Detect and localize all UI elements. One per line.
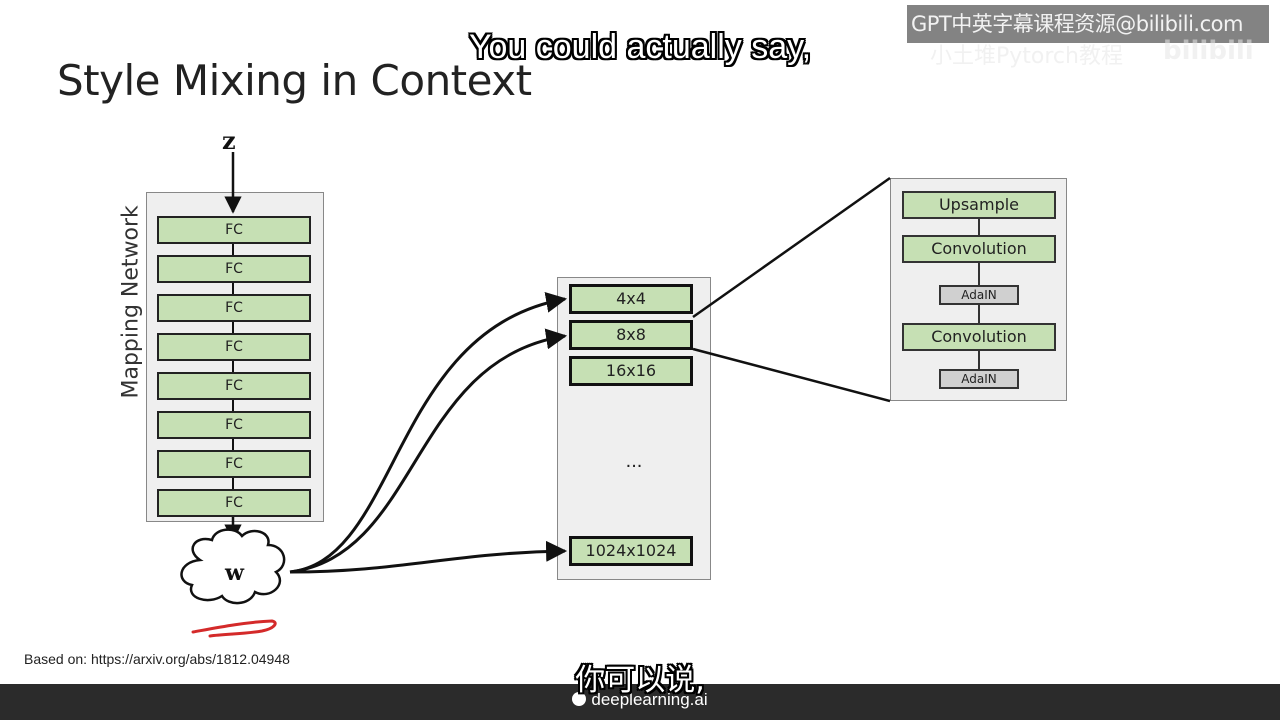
resolution-ellipsis: ... (625, 450, 643, 472)
fc-layer: FC (157, 450, 311, 478)
fc-layer: FC (157, 255, 311, 283)
z-input-label: z (222, 126, 236, 155)
fc-layer: FC (157, 216, 311, 244)
watermark-faint-text: 小土堆Pytorch教程 (930, 44, 1123, 69)
brand-label: deeplearning.ai (0, 690, 1280, 710)
mapping-network-label: Mapping Network (118, 205, 144, 399)
bottom-bar (0, 684, 1280, 720)
brand-text: deeplearning.ai (591, 690, 708, 709)
citation-text: Based on: https://arxiv.org/abs/1812.049… (24, 651, 290, 667)
fc-layer: FC (157, 489, 311, 517)
fc-layer: FC (157, 372, 311, 400)
resolution-16x16: 16x16 (569, 356, 693, 386)
red-annotation-stroke (191, 619, 277, 638)
resolution-4x4: 4x4 (569, 284, 693, 314)
upsample-block: Upsample (902, 191, 1056, 219)
zoom-line-top (692, 176, 891, 319)
resolution-8x8: 8x8 (569, 320, 693, 350)
subtitle-english: You could actually say, (468, 28, 812, 66)
w-latent-label: w (225, 560, 244, 586)
fc-layer: FC (157, 294, 311, 322)
zoom-line-bottom (692, 347, 891, 403)
w-to-1024-arrow (289, 540, 568, 574)
slide-title: Style Mixing in Context (57, 56, 532, 105)
w-to-8x8-arrow (289, 328, 568, 574)
adain-block-2: AdaIN (939, 369, 1019, 389)
subtitle-chinese: 你可以说, (575, 663, 705, 698)
deeplearning-logo-icon (572, 692, 587, 706)
fc-layer: FC (157, 333, 311, 361)
convolution-block-2: Convolution (902, 323, 1056, 351)
w-cloud-shape (180, 528, 286, 605)
adain-block-1: AdaIN (939, 285, 1019, 305)
resolution-1024x1024: 1024x1024 (569, 536, 693, 566)
convolution-block-1: Convolution (902, 235, 1056, 263)
watermark-background (907, 5, 1269, 43)
watermark-text: GPT中英字幕课程资源@bilibili.com (911, 12, 1243, 36)
bilibili-logo: bilibili (1163, 36, 1254, 66)
w-to-4x4-arrow (289, 291, 568, 574)
fc-layer: FC (157, 411, 311, 439)
